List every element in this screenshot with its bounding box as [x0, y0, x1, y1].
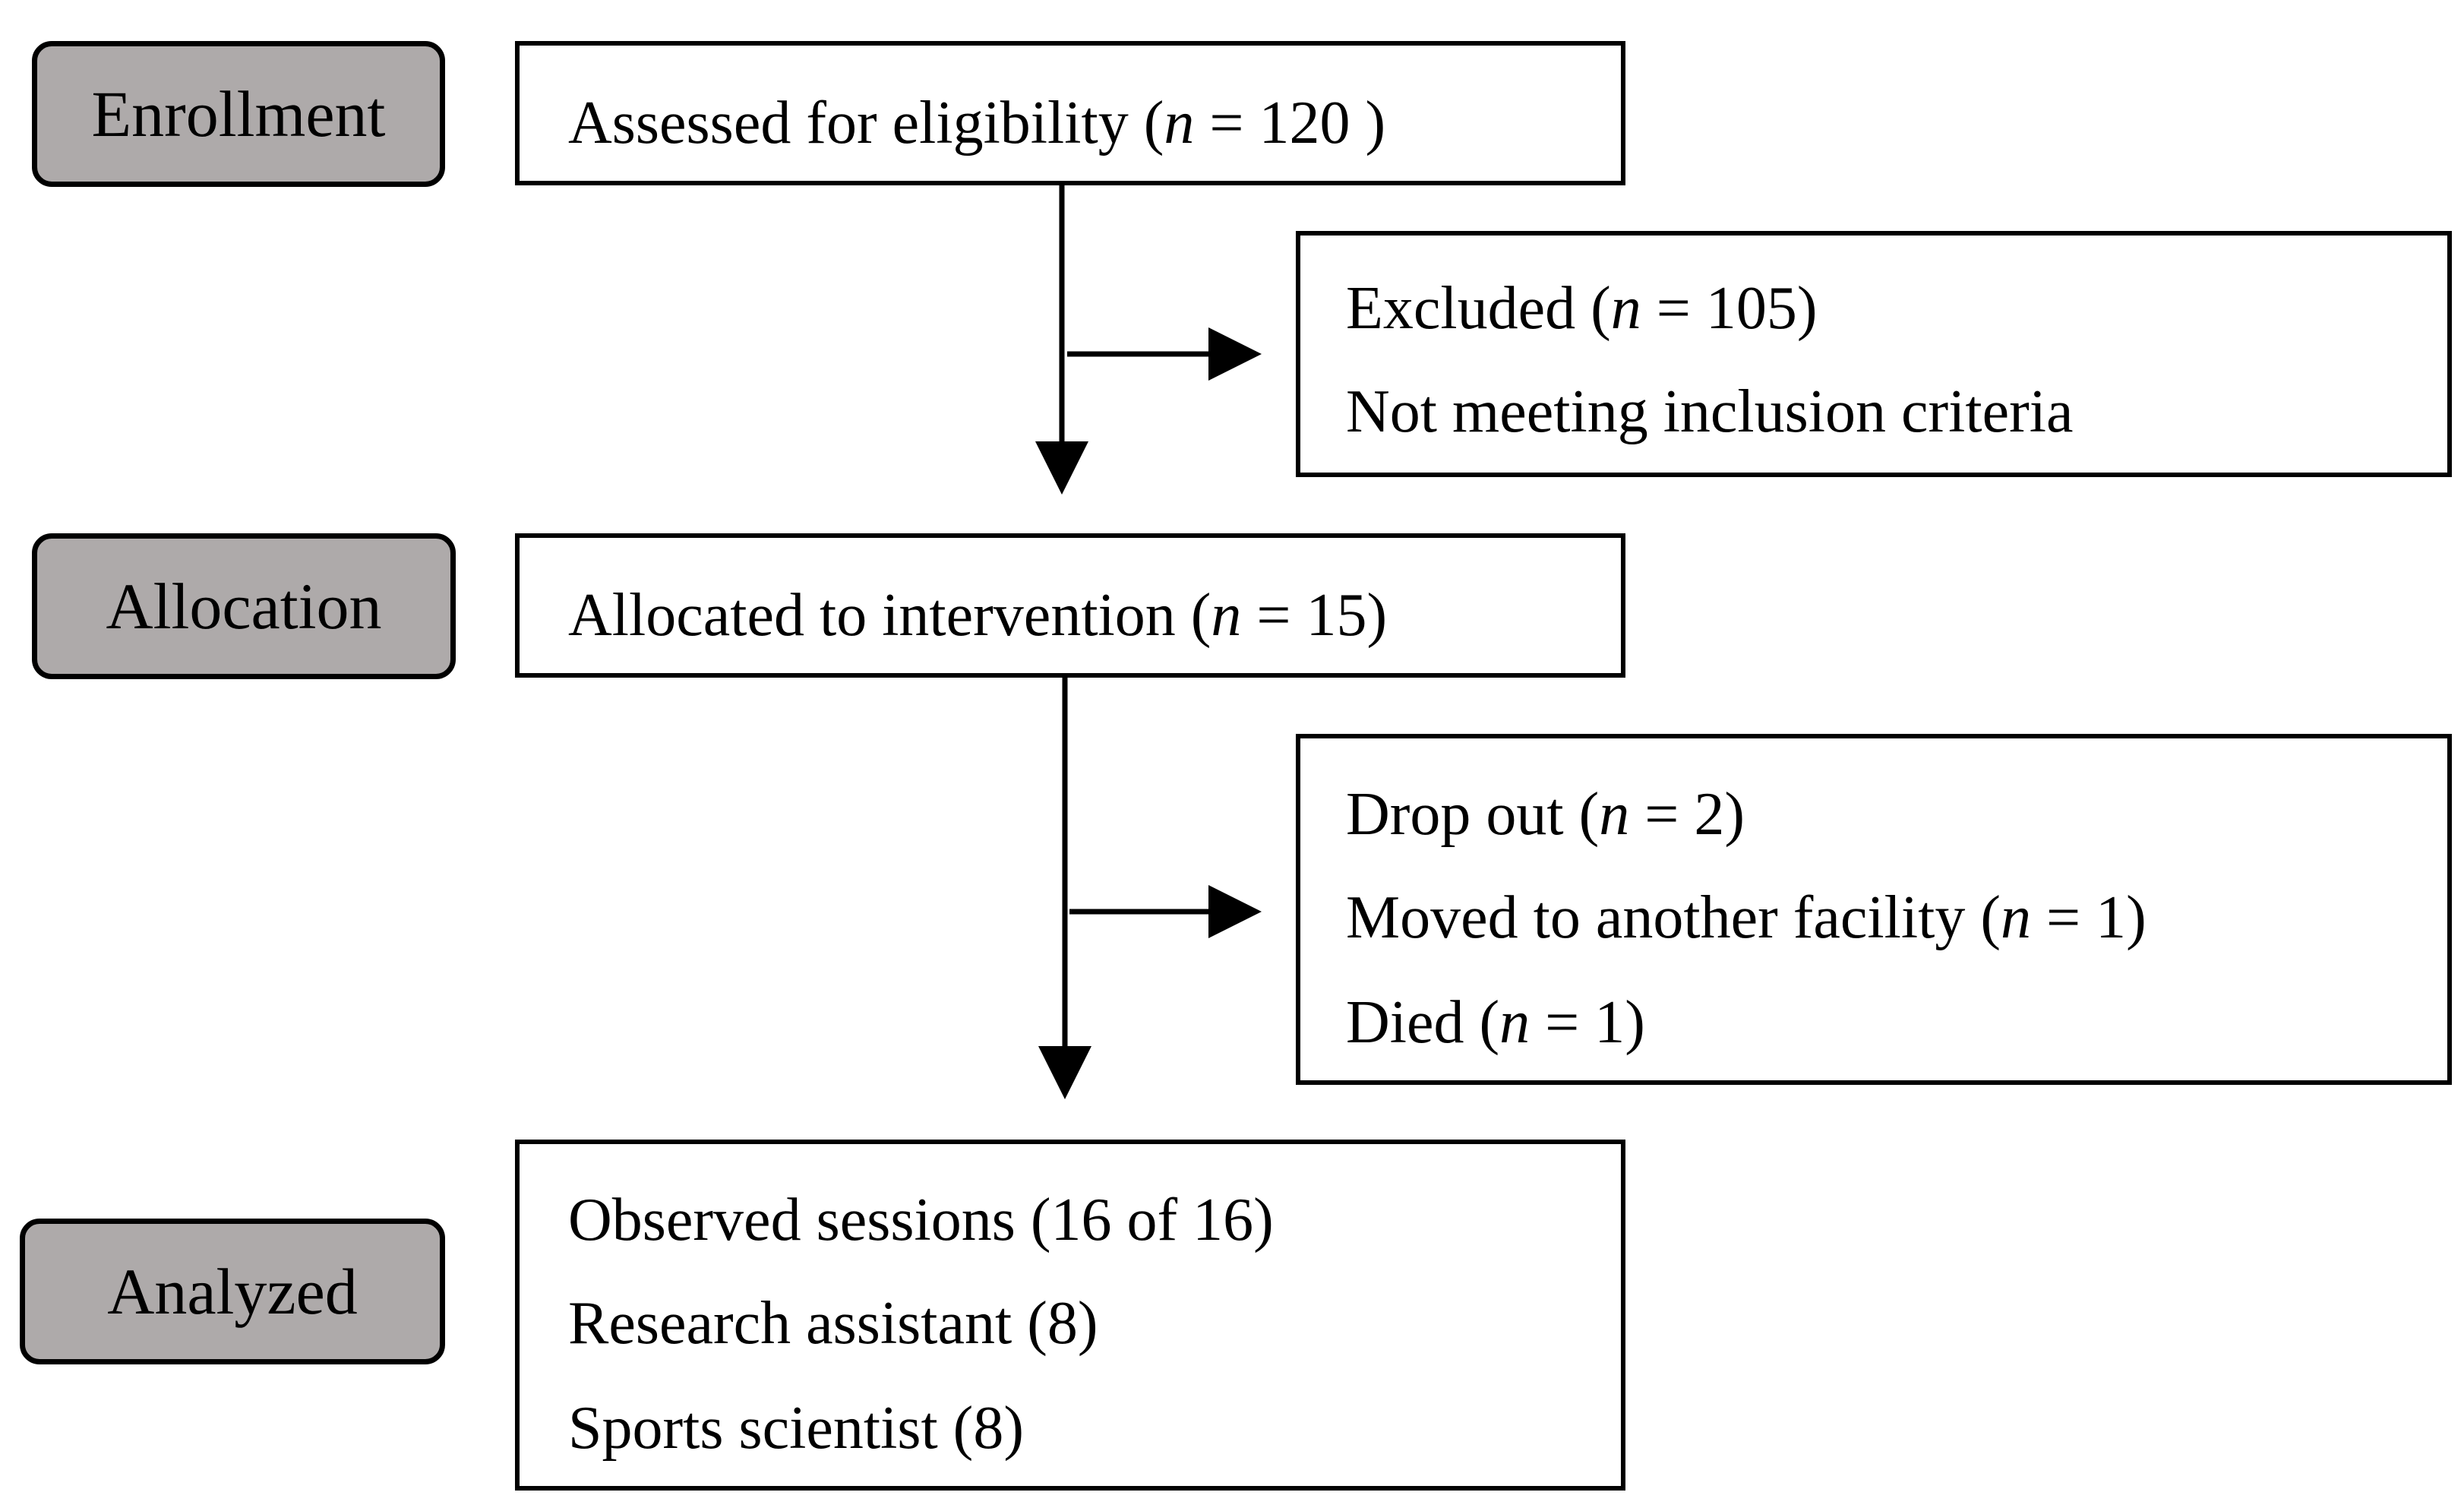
died-text-post: = 1) — [1530, 989, 1645, 1056]
allocated-box: Allocated to intervention (n = 15) — [515, 533, 1625, 678]
stage-analyzed: Analyzed — [20, 1219, 445, 1364]
analyzed-box: Observed sessions (16 of 16) Research as… — [515, 1140, 1625, 1491]
moved-n-symbol: n — [2000, 884, 2031, 951]
dropout-text-pre: Drop out ( — [1346, 781, 1600, 848]
excluded-reason-line: Not meeting inclusion criteria — [1346, 378, 2074, 445]
allocated-text-pre: Allocated to intervention ( — [568, 582, 1211, 649]
sports-scientist-line: Sports scientist (8) — [568, 1395, 1024, 1462]
dropout-n-symbol: n — [1599, 781, 1630, 848]
assessed-n-symbol: n — [1164, 90, 1195, 156]
assessed-box: Assessed for eligibility (n = 120 ) — [515, 41, 1625, 185]
dropout-line: Drop out (n = 2) — [1346, 784, 1745, 845]
assessed-text-pre: Assessed for eligibility ( — [568, 90, 1164, 156]
moved-line: Moved to another facility (n = 1) — [1346, 887, 2147, 948]
stage-enrollment-label: Enrollment — [91, 77, 386, 150]
stage-allocation: Allocation — [32, 533, 456, 679]
allocated-text-post: = 15) — [1241, 582, 1388, 649]
died-line: Died (n = 1) — [1346, 992, 1645, 1053]
allocated-text: Allocated to intervention (n = 15) — [568, 585, 1387, 646]
allocated-n-symbol: n — [1211, 582, 1242, 649]
stage-enrollment: Enrollment — [32, 41, 445, 187]
moved-text-post: = 1) — [2030, 884, 2147, 951]
dropout-text-post: = 2) — [1629, 781, 1745, 848]
stage-analyzed-label: Analyzed — [107, 1255, 358, 1328]
dropout-box: Drop out (n = 2) Moved to another facili… — [1296, 734, 2452, 1085]
excluded-text-post: = 105) — [1641, 275, 1818, 342]
excluded-n-symbol: n — [1610, 275, 1641, 342]
assessed-text: Assessed for eligibility (n = 120 ) — [568, 93, 1385, 153]
excluded-text-pre: Excluded ( — [1346, 275, 1611, 342]
died-n-symbol: n — [1499, 989, 1531, 1056]
excluded-box: Excluded (n = 105) Not meeting inclusion… — [1296, 231, 2452, 477]
observed-sessions-line: Observed sessions (16 of 16) — [568, 1187, 1274, 1254]
died-text-pre: Died ( — [1346, 989, 1500, 1056]
assessed-text-post: = 120 ) — [1194, 90, 1386, 156]
stage-allocation-label: Allocation — [106, 570, 382, 643]
moved-text-pre: Moved to another facility ( — [1346, 884, 2001, 951]
research-assistant-line: Research assistant (8) — [568, 1290, 1098, 1357]
excluded-count-line: Excluded (n = 105) — [1346, 278, 1818, 339]
